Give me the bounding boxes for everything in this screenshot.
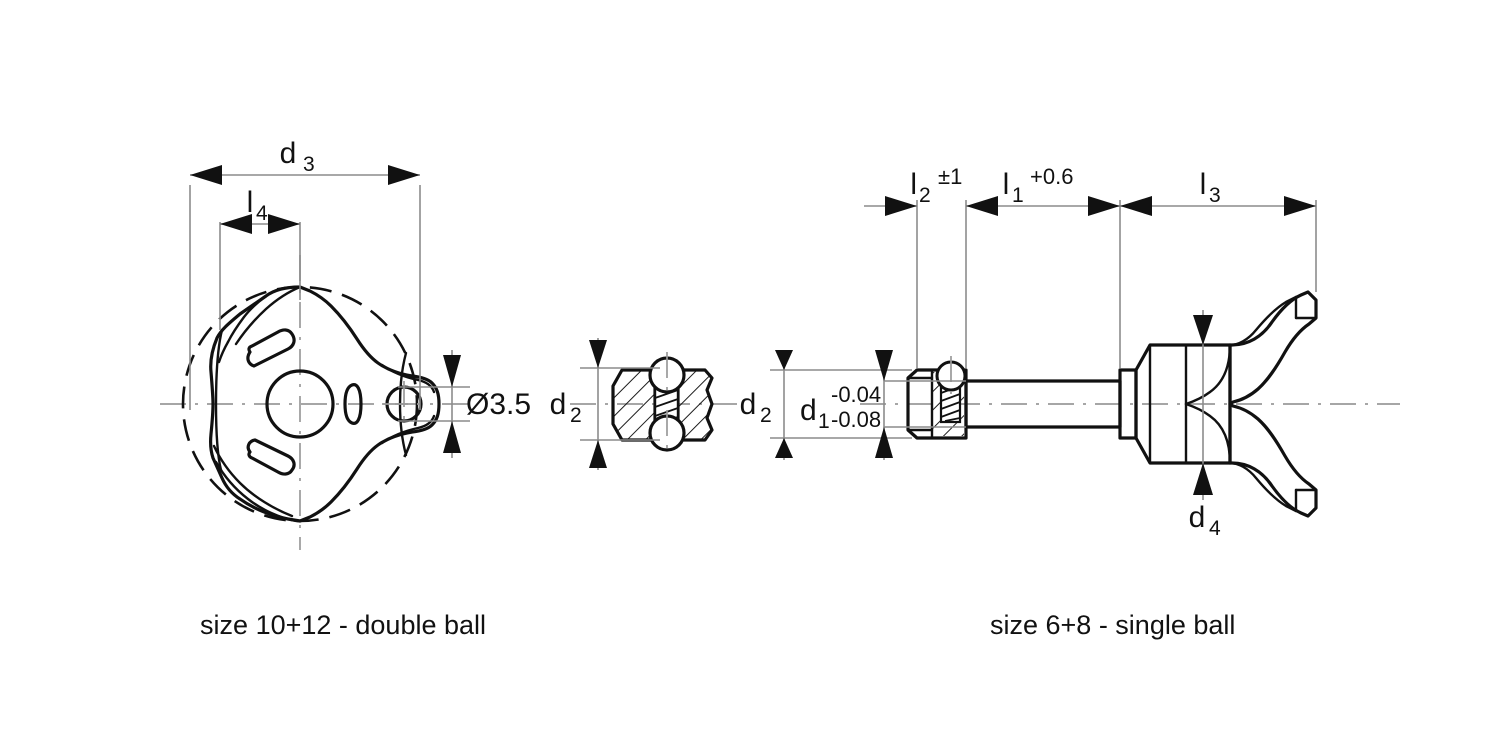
pin-d1-tolerance-lower: -0.08 [831, 407, 881, 432]
grip-waist-lower [1184, 402, 1232, 465]
left-view-knob: d 3 l 4 Ø3.5 size 10+12 - double ball [160, 137, 531, 640]
right-view-caption: size 6+8 - single ball [990, 610, 1235, 640]
section-d2-arrow-lower [589, 440, 607, 468]
pin-d1-tolerance-upper: -0.04 [831, 382, 881, 407]
pin-d2-label-subscript: 2 [760, 404, 772, 427]
pin-d2-label: d [740, 388, 757, 421]
dia-arrow-upper [443, 355, 461, 387]
d3-arrow-left [190, 165, 222, 185]
knob-lower-rib [212, 444, 294, 518]
pin-nose-spring [939, 384, 962, 424]
l1-label: l [1003, 168, 1010, 201]
knob-upper-rib [226, 294, 268, 344]
knob-center-bore [265, 369, 335, 439]
section-d2-arrow-upper [589, 340, 607, 368]
l3-label: l [1200, 168, 1207, 201]
l3-arrow-left [1120, 196, 1152, 216]
pin-d1-label: d [800, 394, 817, 427]
l2-arrow-left [885, 196, 917, 216]
grip-waist-upper [1184, 343, 1232, 406]
handle-inner-upper-contour [1228, 295, 1298, 347]
l2-tolerance: ±1 [938, 164, 962, 189]
handle-arm-upper [1228, 290, 1318, 406]
pin-d2-arrow-lower [775, 438, 793, 458]
l1-arrow-right [1088, 196, 1120, 216]
section-body-left [611, 368, 657, 442]
ball-hole-diameter-label: Ø3.5 [466, 388, 531, 421]
pin-d1-arrow-upper [875, 350, 893, 381]
section-d2-label-subscript: 2 [570, 404, 582, 427]
dia-arrow-lower [443, 421, 461, 453]
l2-label-subscript: 2 [919, 184, 931, 207]
d4-arrow-lower [1193, 463, 1213, 495]
pin-d1-label-subscript: 1 [818, 410, 830, 433]
l3-label-subscript: 3 [1209, 184, 1221, 207]
d3-arrow-right [388, 165, 420, 185]
d4-arrow-upper [1193, 315, 1213, 345]
knob-upper-rib-edge [217, 340, 230, 364]
pin-d1-arrow-lower [875, 427, 893, 458]
right-view-pin-assembly: l 2 ±1 l 1 +0.6 l 3 d 2 d 1 -0.04 -0.08 [740, 164, 1400, 640]
knob-slot-lower-left [246, 438, 296, 476]
handle-inner-lower-contour [1228, 461, 1298, 513]
pin-d2-arrow-upper [775, 350, 793, 370]
knob-slot-upper-left [246, 328, 296, 368]
knob-left-flank-crease [214, 328, 224, 472]
left-view-caption: size 10+12 - double ball [200, 610, 486, 640]
d3-label-subscript: 3 [303, 153, 315, 176]
d3-label: d [280, 137, 297, 170]
section-d2-label: d [550, 388, 567, 421]
section-body-right [676, 368, 714, 442]
middle-view-double-ball-section: d 2 [550, 338, 740, 470]
l4-arrow-right [268, 214, 300, 234]
l4-label: l [247, 186, 254, 219]
l4-arrow-left [220, 214, 252, 234]
pin-collar [1118, 368, 1138, 440]
d4-label: d [1189, 501, 1206, 534]
d4-label-subscript: 4 [1209, 517, 1221, 540]
l3-arrow-right [1284, 196, 1316, 216]
knob-lower-rib-inner [214, 460, 298, 523]
l1-label-subscript: 1 [1012, 184, 1024, 207]
l4-label-subscript: 4 [256, 202, 268, 225]
l1-tolerance: +0.6 [1030, 164, 1073, 189]
handle-arm-lower [1228, 402, 1318, 518]
knob-slot-center-right [343, 383, 363, 425]
knob-upper-rib-inner [234, 285, 302, 346]
l2-label: l [910, 168, 917, 201]
l1-arrow-left [966, 196, 998, 216]
